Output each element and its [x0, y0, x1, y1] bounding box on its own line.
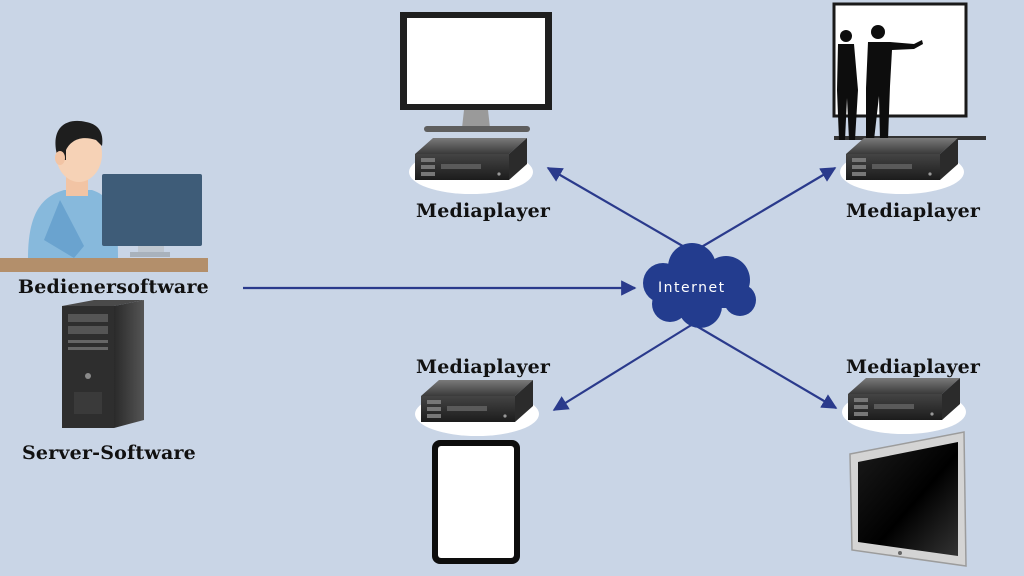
media-player-box-icon-bottom-left — [415, 380, 539, 436]
operator-software-label: Bedienersoftware — [18, 276, 209, 298]
arrow-internet-to-player-bottom-left — [552, 323, 694, 411]
flat-tv-icon — [849, 431, 967, 567]
user-at-computer-icon — [0, 120, 208, 272]
tablet-icon — [432, 440, 520, 564]
arrow-internet-to-player-top-right — [692, 167, 837, 253]
mediaplayer-label-top-left: Mediaplayer — [416, 200, 551, 222]
media-player-box-icon-top-right — [840, 138, 964, 194]
cloud-icon — [643, 243, 756, 328]
mediaplayer-label-bottom-right: Mediaplayer — [846, 356, 981, 378]
server-tower-icon — [62, 300, 144, 428]
server-software-label: Server-Software — [22, 442, 196, 464]
mediaplayer-label-top-right: Mediaplayer — [846, 200, 981, 222]
media-player-box-icon-top-left — [409, 138, 533, 194]
monitor-icon — [400, 12, 552, 132]
connection-arrows — [243, 167, 838, 411]
media-player-box-icon-bottom-right — [842, 378, 966, 434]
mediaplayer-label-bottom-left: Mediaplayer — [416, 356, 551, 378]
presentation-screen-icon — [832, 2, 986, 140]
internet-label: Internet — [658, 280, 726, 296]
arrow-internet-to-player-top-left — [546, 167, 694, 253]
arrow-internet-to-player-bottom-right — [692, 323, 838, 409]
